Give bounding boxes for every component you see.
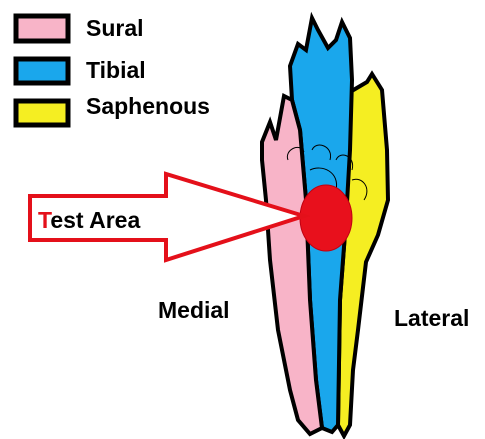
test-area-label: Test Area bbox=[38, 207, 140, 233]
legend-swatch-tibial bbox=[16, 59, 68, 83]
legend-label-saphenous: Saphenous bbox=[86, 93, 210, 119]
legend-label-sural: Sural bbox=[86, 15, 144, 41]
legend-swatch-saphenous bbox=[16, 101, 68, 125]
lateral-label: Lateral bbox=[394, 305, 469, 331]
legend-label-tibial: Tibial bbox=[86, 57, 146, 83]
medial-label: Medial bbox=[158, 297, 230, 323]
legend-item-saphenous: Saphenous bbox=[16, 93, 210, 125]
legend: Sural Tibial Saphenous bbox=[16, 15, 210, 125]
legend-item-sural: Sural bbox=[16, 15, 144, 41]
legend-item-tibial: Tibial bbox=[16, 57, 146, 83]
test-area-marker bbox=[300, 185, 352, 251]
legend-swatch-sural bbox=[16, 16, 68, 41]
test-area-label-rest: est Area bbox=[50, 207, 140, 233]
